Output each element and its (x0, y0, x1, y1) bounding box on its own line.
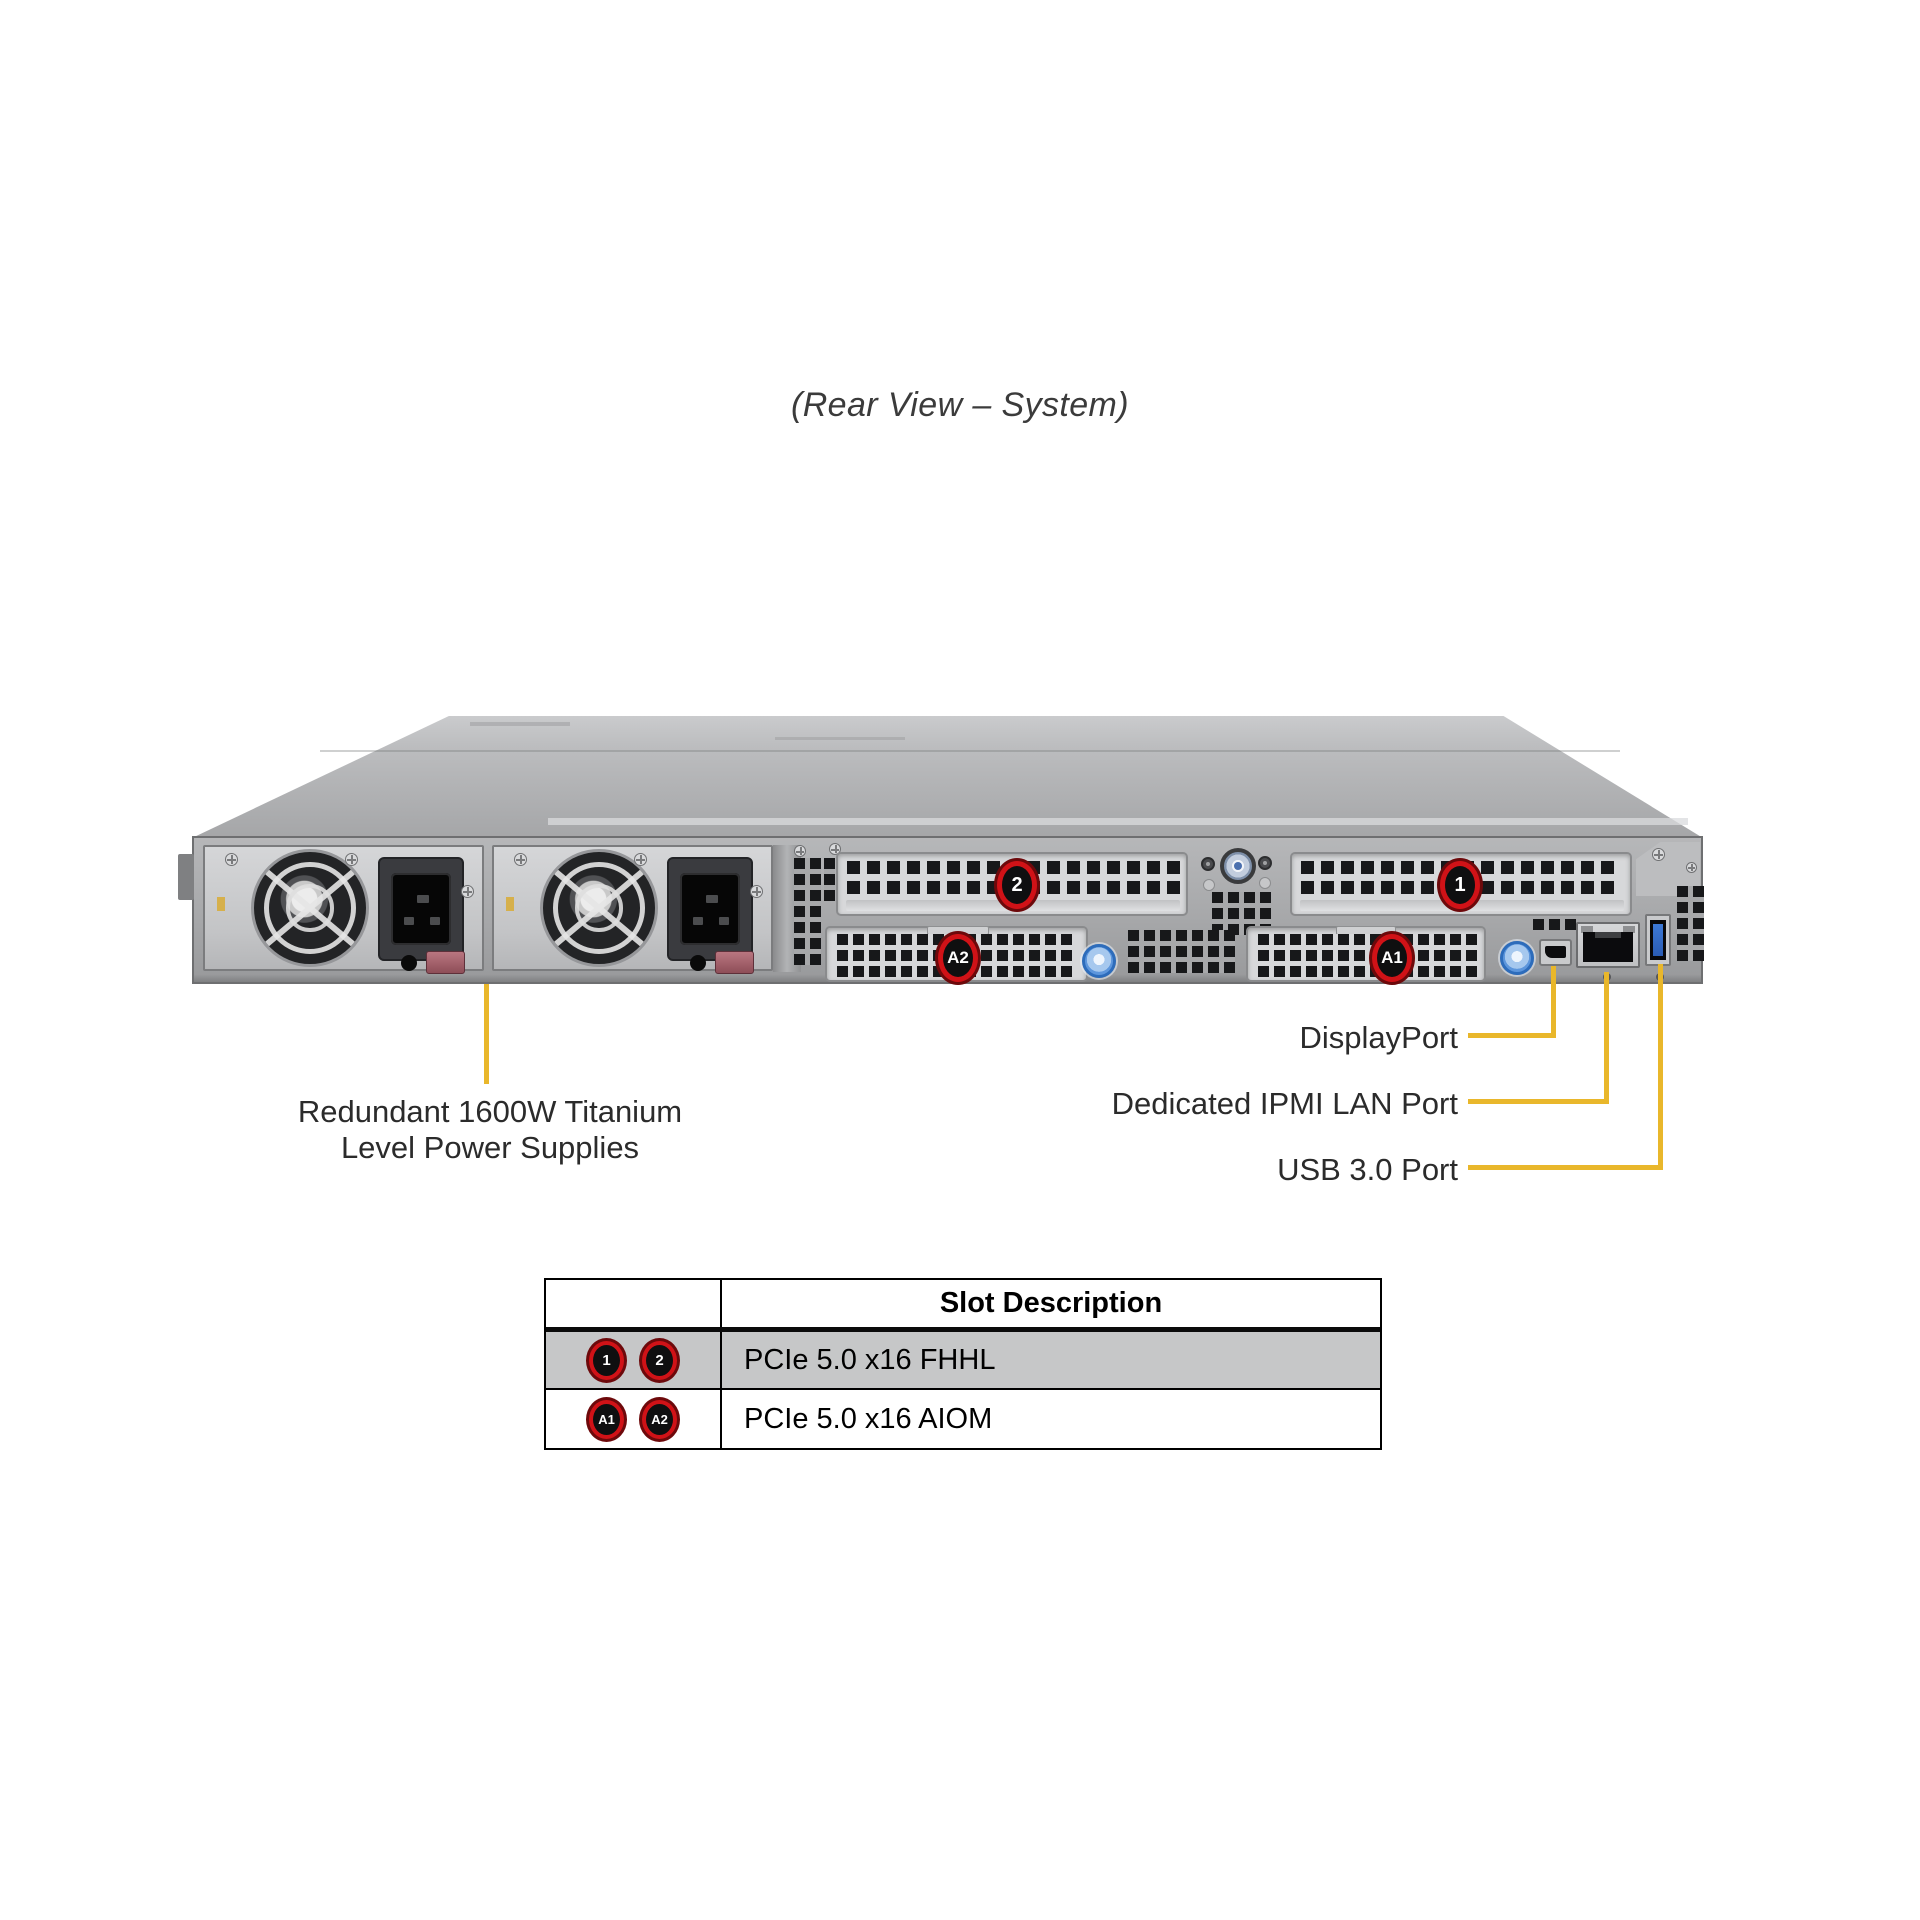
psu-release-latch (715, 951, 754, 974)
vent-grid (1258, 934, 1477, 977)
psu-test-button (690, 955, 706, 971)
power-supply-2 (492, 845, 773, 974)
thumbscrew-icon (1082, 944, 1116, 978)
table-header-label: Slot Description (939, 1287, 1163, 1319)
ipmi-lan-label: Dedicated IPMI LAN Port (1111, 1086, 1458, 1121)
figure-caption: (Rear View – System) (790, 386, 1130, 424)
psu-callout-line2: Level Power Supplies (340, 1130, 640, 1165)
ac-power-inlet (667, 857, 753, 961)
usb-label: USB 3.0 Port (1277, 1152, 1458, 1187)
fan-guard-ring (286, 884, 334, 932)
slot-description-cell: PCIe 5.0 x16 AIOM (744, 1402, 993, 1435)
lid-notch (470, 722, 570, 726)
ac-inlet-socket (680, 873, 740, 945)
screw-icon (345, 853, 358, 866)
lan-tab (1581, 926, 1593, 933)
slot-1-badge: 1 (1440, 861, 1480, 909)
slot-description-cell: PCIe 5.0 x16 FHHL (744, 1343, 996, 1376)
displayport-callout-line (1551, 966, 1556, 1038)
displayport-callout-line (1468, 1033, 1556, 1038)
usb-blue-tongue (1653, 924, 1663, 956)
table-header-badge-cell (546, 1280, 722, 1327)
psu-fan-grille (540, 849, 658, 967)
screw-icon (1201, 857, 1215, 871)
psu-test-button (401, 955, 417, 971)
usb3-port (1645, 914, 1671, 966)
psu-callout-label: Redundant 1600W Titanium Level Power Sup… (270, 1094, 710, 1166)
ipmi-callout-line (1604, 972, 1609, 1104)
vent-grid (794, 858, 821, 965)
ac-pin (417, 895, 429, 903)
screw-icon (794, 845, 806, 857)
slot-description-table: Slot Description 1 2 PCIe 5.0 x16 FHHL A… (544, 1278, 1382, 1450)
kvm-button (1220, 848, 1256, 884)
ipmi-callout-line (1468, 1099, 1609, 1104)
left-rack-ear (178, 854, 194, 900)
screw-icon (634, 853, 647, 866)
led-hole (1259, 877, 1271, 889)
fan-guard-ring (264, 862, 356, 954)
led-hole (1203, 879, 1215, 891)
ac-pin (719, 917, 729, 925)
lan-tab (1623, 926, 1635, 933)
slot-a1-badge: A1 (589, 1399, 624, 1439)
screw-icon (750, 885, 763, 898)
fan-guard-ring (575, 884, 623, 932)
screw-icon (461, 885, 474, 898)
psu-callout-line1: Redundant 1600W Titanium (297, 1094, 683, 1129)
displayport-port (1539, 939, 1572, 966)
displayport-socket (1545, 946, 1566, 958)
chassis-lid (192, 716, 1703, 838)
aiom-slot-a1-opening (1246, 926, 1486, 982)
screw-icon (514, 853, 527, 866)
ac-pin (430, 917, 440, 925)
slot-a2-badge: A2 (642, 1399, 677, 1439)
psu-warning-sticker (506, 897, 514, 911)
ac-inlet-socket (391, 873, 451, 945)
usb-callout-line (1468, 1165, 1663, 1170)
table-badge-cell: A1 A2 (546, 1390, 722, 1448)
lid-vent-row (548, 818, 1688, 827)
fan-guard-ring (553, 862, 645, 954)
ipmi-lan-port (1576, 922, 1640, 968)
table-badge-cell: 1 2 (546, 1332, 722, 1388)
screw-icon (1258, 856, 1272, 870)
screw-icon (225, 853, 238, 866)
screw-icon (1686, 862, 1697, 873)
psu-warning-sticker (217, 897, 225, 911)
table-row: A1 A2 PCIe 5.0 x16 AIOM (546, 1390, 1380, 1448)
power-supply-1 (203, 845, 484, 974)
vent-grid (1677, 886, 1704, 961)
slot-2-badge-label: 2 (1011, 873, 1023, 896)
slot-a2-badge: A2 (938, 934, 978, 982)
usb-callout-line (1658, 964, 1663, 1170)
kvm-button-center (1234, 862, 1242, 870)
lan-pins (1595, 932, 1621, 938)
table-row: 1 2 PCIe 5.0 x16 FHHL (546, 1332, 1380, 1390)
slot-a2-badge-label: A2 (947, 948, 969, 967)
slot-1-badge: 1 (589, 1340, 624, 1380)
table-header-row: Slot Description (546, 1280, 1380, 1332)
slot-2-badge: 2 (997, 861, 1037, 909)
vent-grid (1533, 919, 1576, 930)
psu-fan-grille (251, 849, 369, 967)
lid-seam (320, 750, 1620, 752)
vent-grid (1128, 930, 1235, 973)
ac-pin (404, 917, 414, 925)
psu-callout-line (484, 984, 489, 1084)
thumbscrew-icon (1500, 941, 1534, 975)
lid-notch (775, 737, 905, 740)
slot-a1-badge: A1 (1372, 934, 1412, 982)
ac-pin (693, 917, 703, 925)
screw-icon (1652, 848, 1665, 861)
ac-power-inlet (378, 857, 464, 961)
vent-grid (824, 858, 835, 901)
ac-pin (706, 895, 718, 903)
slot-a1-badge-label: A1 (1381, 948, 1403, 967)
displayport-label: DisplayPort (1299, 1020, 1459, 1055)
psu-release-latch (426, 951, 465, 974)
slot-1-badge-label: 1 (1454, 873, 1466, 896)
slot-2-badge: 2 (642, 1340, 677, 1380)
